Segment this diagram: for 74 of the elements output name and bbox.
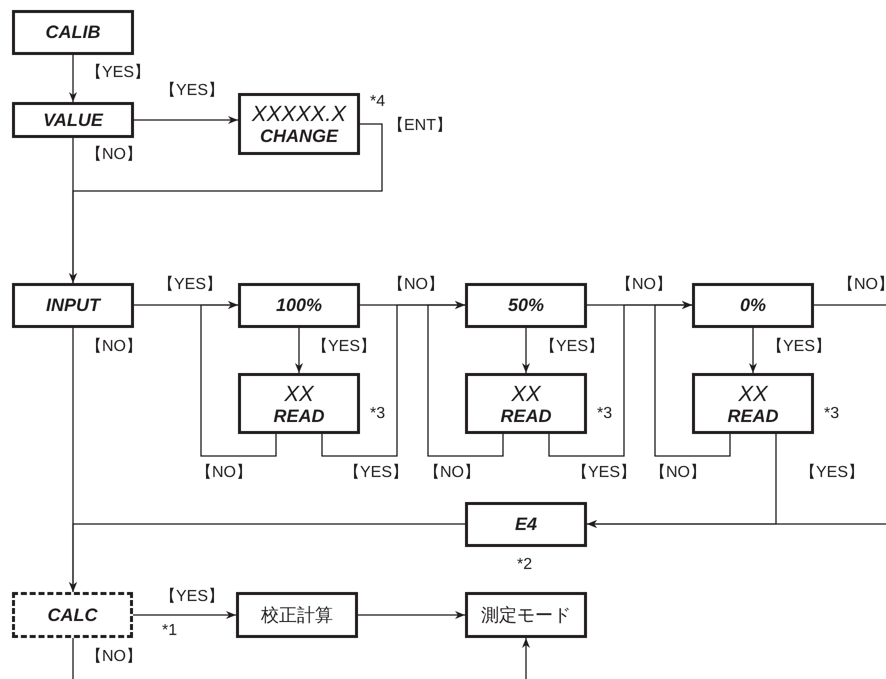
box-label: 100% (276, 295, 322, 316)
box-label: 校正計算 (261, 604, 333, 626)
edge-label: 【YES】 (160, 82, 224, 100)
process-box (12, 10, 134, 55)
process-box (465, 592, 587, 638)
box-label: 測定モード (481, 604, 571, 626)
box-label: CHANGE (260, 126, 338, 147)
box-label: XX (511, 380, 541, 406)
edge-label: 【YES】 (767, 338, 832, 356)
edge-label: 【YES】 (540, 338, 604, 356)
arrow (69, 55, 77, 102)
edge-label: 【NO】 (616, 276, 672, 294)
box-label: CALIB (46, 22, 100, 43)
box-label: READ (500, 406, 552, 426)
edge-label: 【YES】 (86, 64, 150, 82)
box-label: INPUT (46, 295, 100, 316)
box-label: XX (738, 380, 768, 406)
arrow (69, 123, 383, 283)
edge-label: 【ENT】 (388, 117, 452, 135)
edge-label: 【YES】 (160, 588, 224, 606)
process-box (12, 283, 134, 328)
process-box (465, 373, 587, 434)
edge-label: 【YES】 (572, 464, 636, 482)
edge-label: 【NO】 (86, 146, 142, 164)
box-label: READ (727, 406, 778, 426)
footnote-mark: *3 (370, 405, 386, 423)
process-box (238, 283, 360, 328)
connector-line (814, 304, 886, 306)
edge-label: 【NO】 (388, 276, 444, 294)
box-label: XX (284, 380, 314, 406)
arrow (749, 328, 757, 373)
edge-label: 【YES】 (800, 464, 864, 482)
process-box (465, 283, 587, 328)
edge-label: 【YES】 (312, 338, 376, 356)
box-label: XXXXX.X (252, 101, 346, 126)
arrow (654, 301, 731, 457)
arrow (522, 638, 530, 679)
footnote-mark: *4 (370, 93, 386, 111)
edge-label: 【NO】 (86, 338, 142, 356)
footnote-mark: *2 (517, 556, 532, 574)
arrow (133, 611, 236, 619)
process-box (692, 283, 814, 328)
arrow (587, 434, 777, 528)
edge-label: 【NO】 (196, 464, 252, 482)
edge-label: 【YES】 (158, 276, 222, 294)
box-label: 0% (740, 295, 766, 316)
process-box (692, 373, 814, 434)
connector-line (72, 638, 74, 679)
box-label: 50% (508, 295, 544, 316)
edge-label: 【NO】 (424, 464, 480, 482)
process-box (465, 502, 587, 547)
box-label: CALC (48, 604, 98, 626)
box-label: READ (273, 406, 324, 426)
arrow (134, 116, 238, 124)
edge-label: 【NO】 (86, 648, 142, 666)
arrow (358, 611, 465, 619)
arrow (295, 328, 303, 373)
footnote-mark: *1 (162, 622, 178, 640)
footnote-mark: *3 (824, 405, 840, 423)
edge-label: 【NO】 (650, 464, 706, 482)
process-box (238, 373, 360, 434)
dashed-process-box (12, 592, 133, 638)
arrow (522, 328, 530, 373)
footnote-mark: *3 (597, 405, 612, 423)
arrow (69, 328, 77, 592)
box-label: VALUE (43, 110, 103, 130)
arrow (427, 301, 504, 457)
edge-label: 【NO】 (838, 276, 886, 294)
process-box (12, 102, 134, 138)
box-label: E4 (514, 514, 538, 535)
arrow (200, 301, 277, 457)
process-box (236, 592, 358, 638)
edge-label: 【YES】 (344, 464, 408, 482)
process-box (238, 93, 360, 155)
